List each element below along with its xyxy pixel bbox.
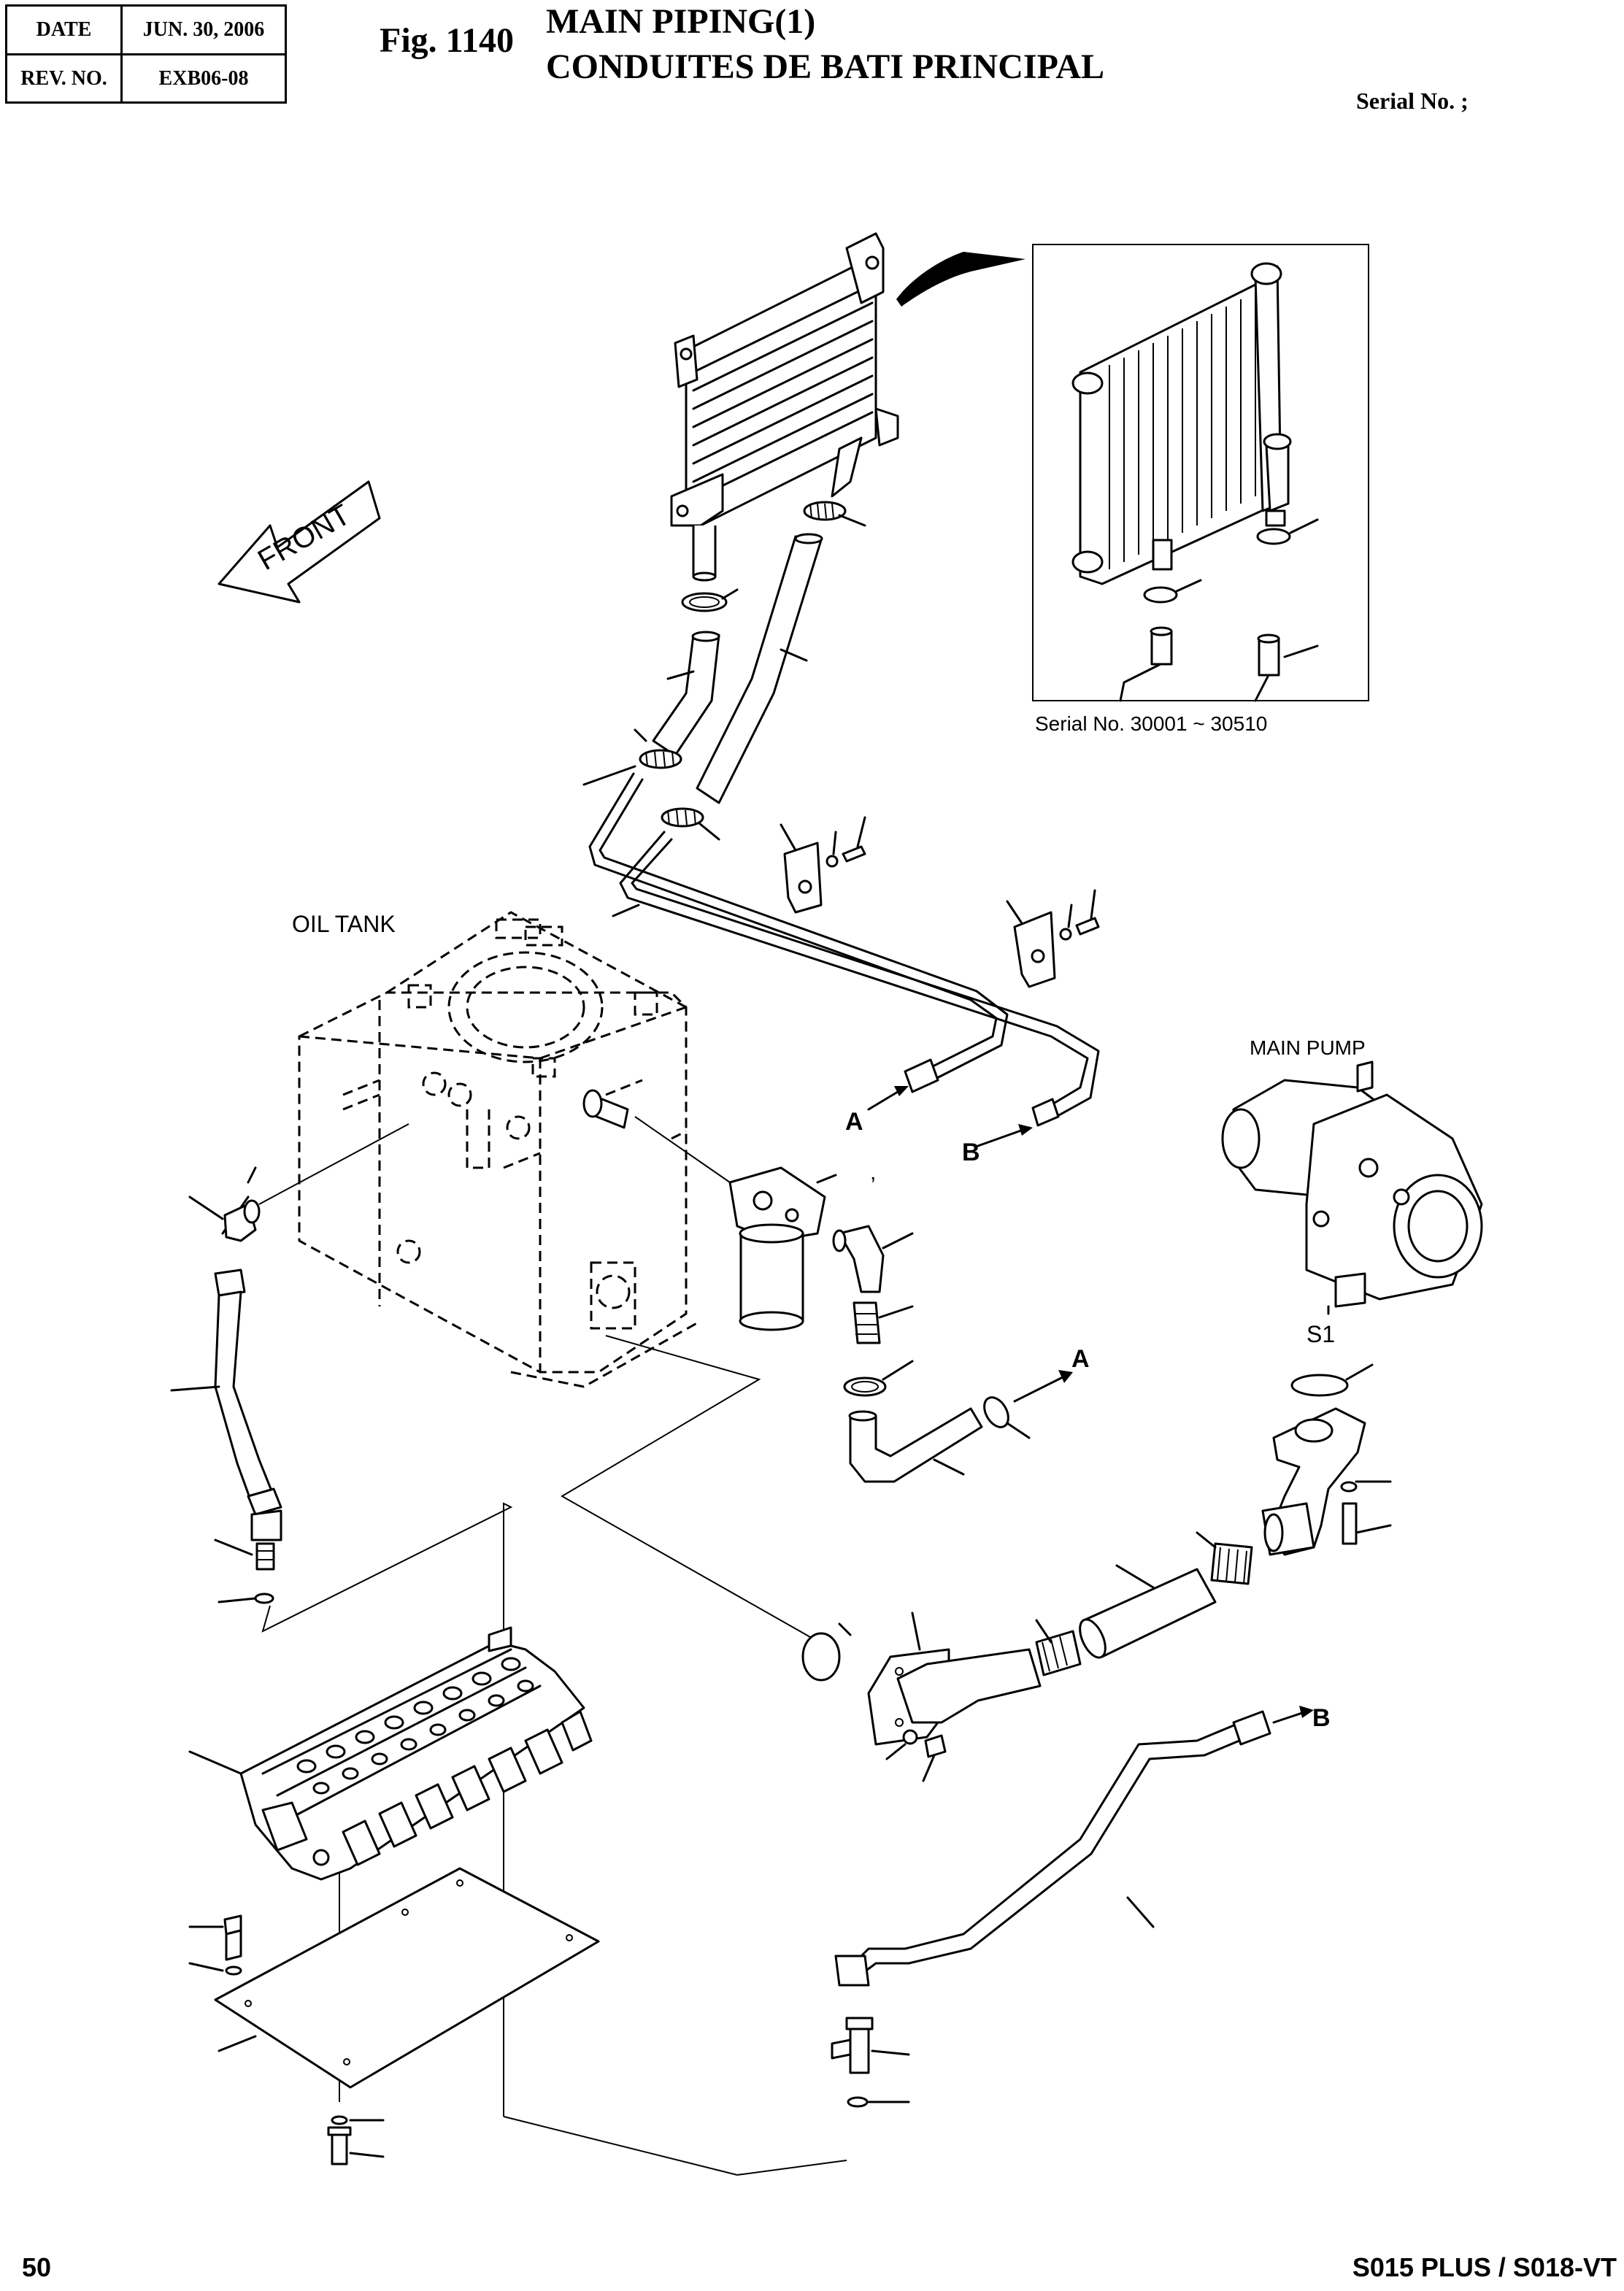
main-pump [1221, 1060, 1483, 1315]
connection-b-upper: B [962, 1139, 980, 1166]
return-filter [582, 1089, 914, 1344]
left-hose [170, 1166, 282, 1604]
suction-hose-small [843, 1360, 1073, 1483]
hose-clamp [681, 501, 866, 612]
inset-cooler-detail [896, 244, 1369, 702]
connection-b-lower: B [1312, 1704, 1331, 1732]
figure-number: Fig. 1140 [380, 21, 515, 60]
inset-serial-label: Serial No. 30001 ~ 30510 [1035, 712, 1268, 735]
revision-table: DATE JUN. 30, 2006 REV. NO. EXB06-08 [5, 4, 287, 104]
rev-label: REV. NO. [20, 66, 107, 90]
front-arrow [218, 480, 381, 604]
rev-value: EXB06-08 [158, 66, 249, 90]
upper-hoses [652, 533, 823, 804]
port-s1-label: S1 [1306, 1321, 1336, 1347]
delivery-hose [831, 1706, 1314, 2108]
title-french: CONDUITES DE BATI PRINCIPAL [546, 47, 1104, 86]
oil-cooler [670, 232, 899, 582]
control-valve [188, 1626, 593, 1881]
connection-a-upper: A [845, 1108, 863, 1136]
stray-mark: , [870, 1160, 877, 1185]
connection-arrows-upper [867, 1086, 1033, 1147]
date-value: JUN. 30, 2006 [142, 18, 265, 41]
steel-tubes [582, 765, 1100, 1127]
date-label: DATE [36, 18, 92, 41]
lower-hose-clamps [634, 728, 720, 841]
floor-plate [188, 1867, 600, 2165]
connection-a-lower: A [1071, 1345, 1090, 1373]
main-pump-label: MAIN PUMP [1250, 1036, 1366, 1059]
model-name: S015 PLUS / S018-VT [1352, 2252, 1617, 2282]
serial-label: Serial No. ; [1356, 88, 1469, 114]
title-english: MAIN PIPING(1) [546, 2, 816, 41]
suction-line [801, 1363, 1392, 1782]
oil-tank-label: OIL TANK [292, 911, 396, 937]
pipe-clips [780, 816, 1100, 988]
page-number: 50 [22, 2252, 52, 2282]
oil-tank [298, 911, 701, 1388]
